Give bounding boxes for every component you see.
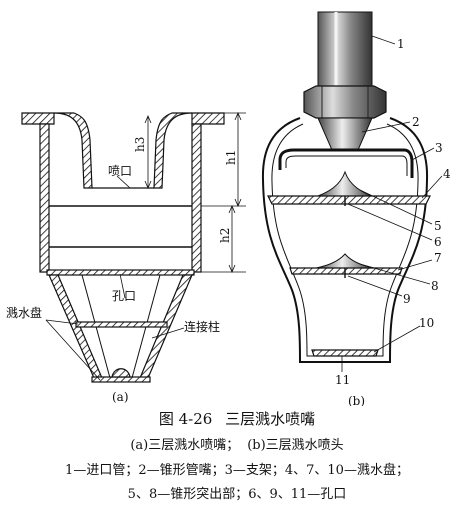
leader-5	[359, 189, 433, 225]
part-number-2: 2	[412, 115, 420, 129]
splash-plate-7	[289, 267, 403, 275]
figure-number: 图 4-26	[158, 410, 213, 428]
leader-nozzle	[116, 175, 131, 189]
figure-canvas: 喷口 孔口 溅水盘 连接柱 h1 h2 h3 (a)	[6, 11, 451, 406]
label-splash-plate: 溅水盘	[6, 305, 42, 320]
part-number-1: 1	[397, 37, 405, 51]
part-number-8: 8	[431, 279, 439, 293]
dim-h1-arrows	[234, 111, 242, 208]
leader-splash-2	[45, 319, 101, 381]
part-number-10: 10	[419, 316, 434, 330]
leader-splash-1	[45, 319, 79, 325]
leader-orifice	[119, 273, 126, 299]
part-number-7: 7	[434, 251, 442, 265]
leader-2	[361, 121, 411, 133]
label-nozzle: 喷口	[108, 164, 132, 178]
dim-h3-arrows	[144, 114, 152, 190]
splash-plate-10	[311, 349, 379, 357]
subcaption-b: (b)三层溅水喷头	[247, 438, 344, 453]
top-flange-right	[191, 112, 225, 125]
inlet-pipe	[317, 11, 373, 89]
part-number-6: 6	[434, 235, 442, 249]
figure-subcaption: (a)三层溅水喷嘴； (b)三层溅水喷头	[0, 434, 474, 453]
label-orifice: 孔口	[112, 289, 136, 303]
part-number-5: 5	[434, 219, 442, 233]
bottom-dome	[111, 368, 131, 378]
part-number-4: 4	[443, 167, 451, 181]
diagram-b: 1 2 3 4 5 6 7 8 9 10 11 (b)	[261, 11, 451, 406]
cone-protrusion-5	[317, 170, 373, 197]
top-flange-left	[21, 112, 55, 125]
support-frame-inner	[271, 123, 419, 357]
subcaption-a: (a)三层溅水喷嘴；	[130, 438, 240, 453]
hex-nut	[303, 85, 387, 119]
splash-plate-3	[91, 376, 151, 383]
dim-h2-arrows	[228, 204, 236, 274]
nozzle-wall-left	[53, 112, 93, 189]
outer-wall-left	[39, 123, 50, 273]
conical-nozzle	[317, 117, 373, 151]
part-number-9: 9	[403, 292, 411, 306]
splash-plate-2	[75, 321, 168, 328]
splash-plate-1	[46, 269, 195, 276]
bracket	[278, 148, 414, 178]
leader-10	[373, 325, 421, 353]
leader-8	[359, 263, 431, 285]
leader-6	[347, 203, 433, 241]
leader-4	[421, 175, 443, 199]
panel-label-a: (a)	[112, 390, 129, 404]
label-h2: h2	[218, 228, 232, 243]
nozzle-wall-right	[153, 112, 193, 189]
legend-line-2: 5、8—锥形突出部；6、9、11—孔口	[127, 487, 347, 502]
part-number-3: 3	[435, 141, 443, 155]
part-number-11: 11	[335, 373, 350, 387]
support-frame	[261, 117, 429, 363]
panel-label-b: (b)	[348, 394, 365, 406]
figure-caption-title: 图 4-26 三层溅水喷嘴	[0, 408, 474, 429]
outer-wall-right	[191, 123, 202, 273]
label-h1: h1	[224, 150, 238, 165]
leader-3	[411, 147, 435, 161]
leader-column	[151, 327, 185, 339]
splash-plate-4	[267, 195, 431, 205]
leader-1	[371, 35, 396, 45]
legend-line-1: 1—进口管；2—锥形管嘴；3—支架；4、7、10—溅水盘；	[65, 463, 409, 478]
leader-9	[347, 275, 403, 297]
label-h3: h3	[133, 137, 147, 152]
diagram-a: 喷口 孔口 溅水盘 连接柱 h1 h2 h3 (a)	[6, 111, 246, 404]
label-connecting-column: 连接柱	[184, 319, 220, 334]
bracket-inner	[285, 155, 408, 176]
figure-title: 三层溅水喷嘴	[225, 410, 316, 428]
leader-7	[397, 259, 433, 271]
